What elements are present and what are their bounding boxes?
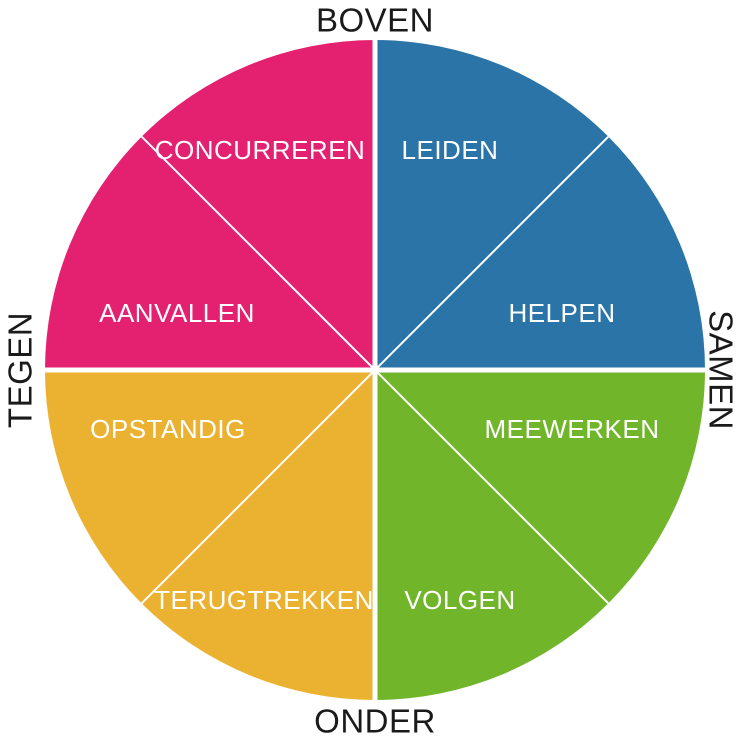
divider-diagonal-sw: [140, 369, 376, 605]
axis-label-boven: BOVEN: [316, 2, 434, 39]
octant-label-aanvallen: AANVALLEN: [99, 298, 255, 328]
octant-label-volgen: VOLGEN: [404, 585, 515, 615]
axis-label-samen: SAMEN: [703, 310, 740, 430]
axis-label-tegen: TEGEN: [2, 312, 39, 428]
octant-label-concurreren: CONCURREREN: [155, 135, 366, 165]
octant-label-helpen: HELPEN: [508, 298, 615, 328]
divider-diagonal-nw: [140, 135, 376, 371]
octant-label-opstandig: OPSTANDIG: [90, 414, 246, 444]
divider-diagonal-ne: [374, 135, 610, 371]
octant-label-terugtrekken: TERUGTREKKEN: [154, 585, 374, 615]
octant-label-leiden: LEIDEN: [402, 135, 499, 165]
octant-label-meewerken: MEEWERKEN: [485, 414, 660, 444]
axis-label-onder: ONDER: [314, 703, 436, 740]
divider-diagonal-se: [374, 369, 610, 605]
